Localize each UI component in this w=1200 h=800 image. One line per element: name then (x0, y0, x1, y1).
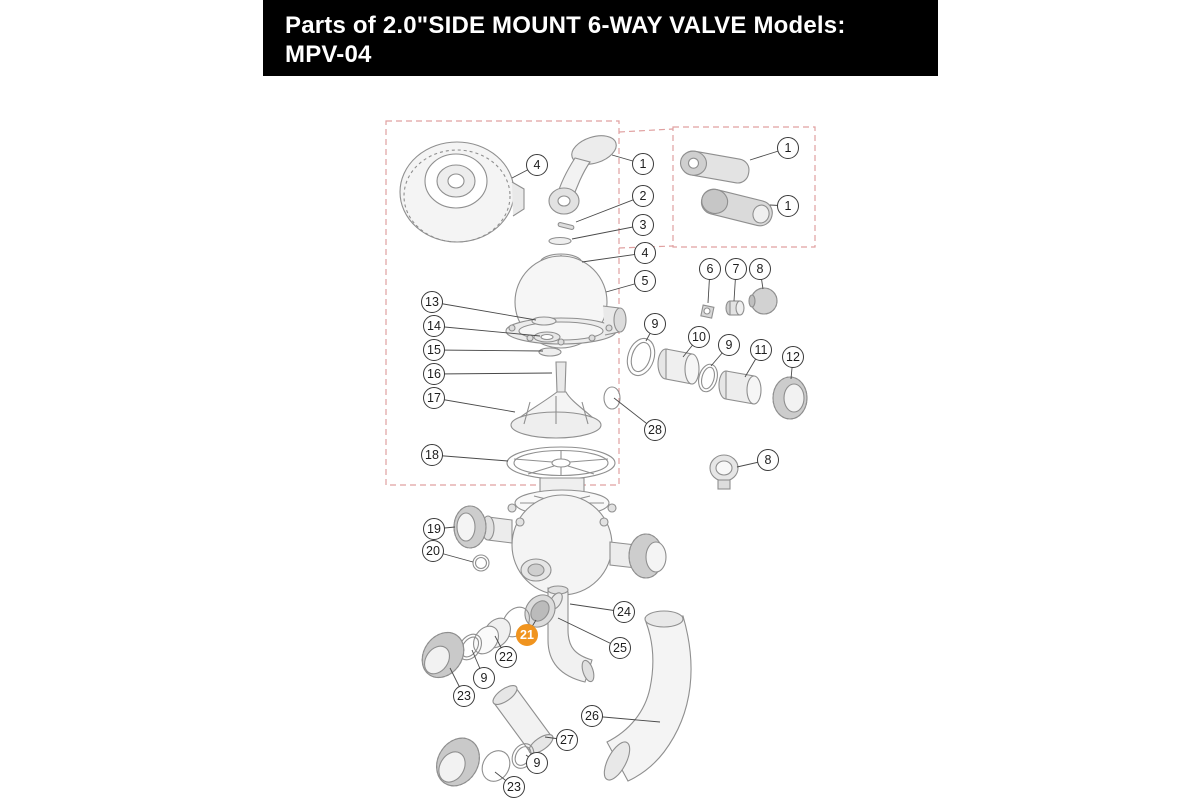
callout-12: 12 (782, 346, 804, 368)
callout-28: 28 (644, 419, 666, 441)
dashed-detail-boxes (385, 120, 816, 486)
callout-8: 8 (757, 449, 779, 471)
callout-5: 5 (634, 270, 656, 292)
callout-9: 9 (644, 313, 666, 335)
dashed-detail-box-main (385, 120, 620, 486)
pin-part (557, 221, 575, 231)
callout-23: 23 (503, 776, 525, 798)
callout-27: 27 (556, 729, 578, 751)
callout-22: 22 (495, 646, 517, 668)
callout-25: 25 (609, 637, 631, 659)
callout-14: 14 (423, 315, 445, 337)
callout-1: 1 (777, 137, 799, 159)
lid-part (399, 141, 525, 243)
callout-9: 9 (526, 752, 548, 774)
sight-glass-assembly-parts (421, 592, 563, 679)
internal-stack-parts (510, 316, 602, 439)
pin-and-washer-parts (548, 221, 575, 246)
callout-3: 3 (632, 214, 654, 236)
callout-13: 13 (421, 291, 443, 313)
callout-4: 4 (526, 154, 548, 176)
callout-8: 8 (749, 258, 771, 280)
callout-6: 6 (699, 258, 721, 280)
callout-16: 16 (423, 363, 445, 385)
handle-detail-parts (679, 150, 773, 227)
bottom-pipe-parts (436, 685, 554, 787)
valve-top-part (505, 253, 627, 349)
fastener-parts (700, 287, 778, 319)
callout-1: 1 (632, 153, 654, 175)
callout-18: 18 (421, 444, 443, 466)
page-title-line2: MPV-04 (285, 41, 372, 69)
valve-body-part (453, 477, 667, 683)
page-title-line1: Parts of 2.0"SIDE MOUNT 6-WAY VALVE Mode… (285, 12, 846, 39)
callout-20: 20 (422, 540, 444, 562)
callout-21: 21 (516, 624, 538, 646)
callout-26: 26 (581, 705, 603, 727)
callout-24: 24 (613, 601, 635, 623)
callout-17: 17 (423, 387, 445, 409)
callout-9: 9 (718, 334, 740, 356)
callout-10: 10 (688, 326, 710, 348)
spider-gasket-part (506, 446, 616, 480)
callout-7: 7 (725, 258, 747, 280)
callout-23: 23 (453, 685, 475, 707)
callout-11: 11 (750, 339, 772, 361)
callout-4: 4 (634, 242, 656, 264)
plug-part (709, 454, 739, 490)
title-bar: Parts of 2.0"SIDE MOUNT 6-WAY VALVE Mode… (263, 0, 938, 76)
callout-1: 1 (777, 195, 799, 217)
handle-part (548, 135, 617, 215)
callout-19: 19 (423, 518, 445, 540)
callout-15: 15 (423, 339, 445, 361)
dashed-detail-box-handle (672, 126, 816, 248)
union-assembly-parts (626, 337, 808, 420)
flange-oring-part (603, 386, 621, 410)
callout-9: 9 (473, 667, 495, 689)
washer-part (548, 236, 572, 246)
elbow-pipe-26-part (603, 610, 692, 782)
callout-2: 2 (632, 185, 654, 207)
oring-20-part (472, 554, 490, 572)
